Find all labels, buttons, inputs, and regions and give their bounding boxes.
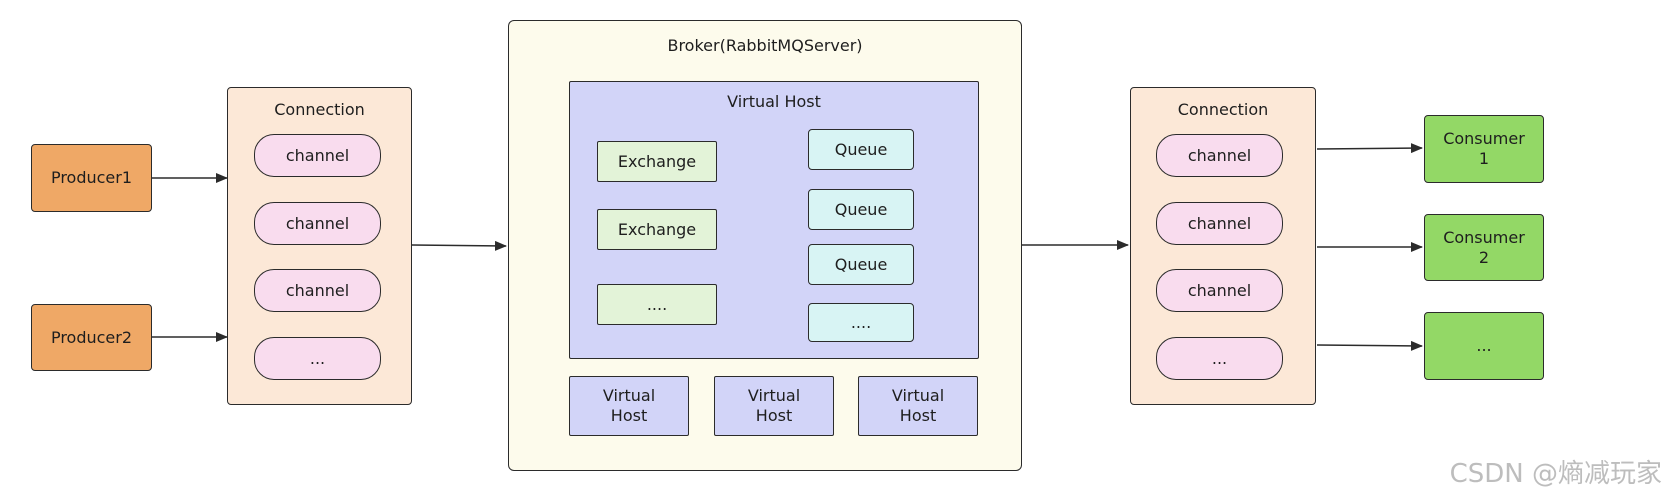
virtual-host-3: Virtual Host xyxy=(714,376,834,436)
virtual-host-main-title: Virtual Host xyxy=(727,92,821,111)
virtual-host-2: Virtual Host xyxy=(569,376,689,436)
exchange-1: Exchange xyxy=(597,141,717,182)
arrow-connection-broker xyxy=(411,240,507,251)
connection-right-title: Connection xyxy=(1177,100,1269,119)
consumer-3: ... xyxy=(1424,312,1544,380)
connection-left-title: Connection xyxy=(274,100,365,119)
virtual-host-4: Virtual Host xyxy=(858,376,978,436)
arrow-connection-consumer1 xyxy=(1316,143,1423,154)
channel-right-3: channel xyxy=(1156,269,1283,312)
channel-left-1: channel xyxy=(254,134,381,177)
arrow-connection-consumer3 xyxy=(1316,340,1423,351)
producer-1: Producer1 xyxy=(31,144,152,212)
queue-3: Queue xyxy=(808,244,914,285)
exchange-2: Exchange xyxy=(597,209,717,250)
queue-1: Queue xyxy=(808,129,914,170)
consumer-2: Consumer 2 xyxy=(1424,214,1544,281)
channel-right-4: ... xyxy=(1156,337,1283,380)
channel-left-2: channel xyxy=(254,202,381,245)
producer-2: Producer2 xyxy=(31,304,152,371)
channel-left-4: ... xyxy=(254,337,381,380)
channel-right-1: channel xyxy=(1156,134,1283,177)
queue-4: .... xyxy=(808,303,914,342)
consumer-1: Consumer 1 xyxy=(1424,115,1544,183)
watermark: CSDN @熵减玩家 xyxy=(1449,459,1662,489)
channel-left-3: channel xyxy=(254,269,381,312)
queue-2: Queue xyxy=(808,189,914,230)
broker-title: Broker(RabbitMQServer) xyxy=(667,36,863,55)
channel-right-2: channel xyxy=(1156,202,1283,245)
exchange-3: .... xyxy=(597,284,717,325)
